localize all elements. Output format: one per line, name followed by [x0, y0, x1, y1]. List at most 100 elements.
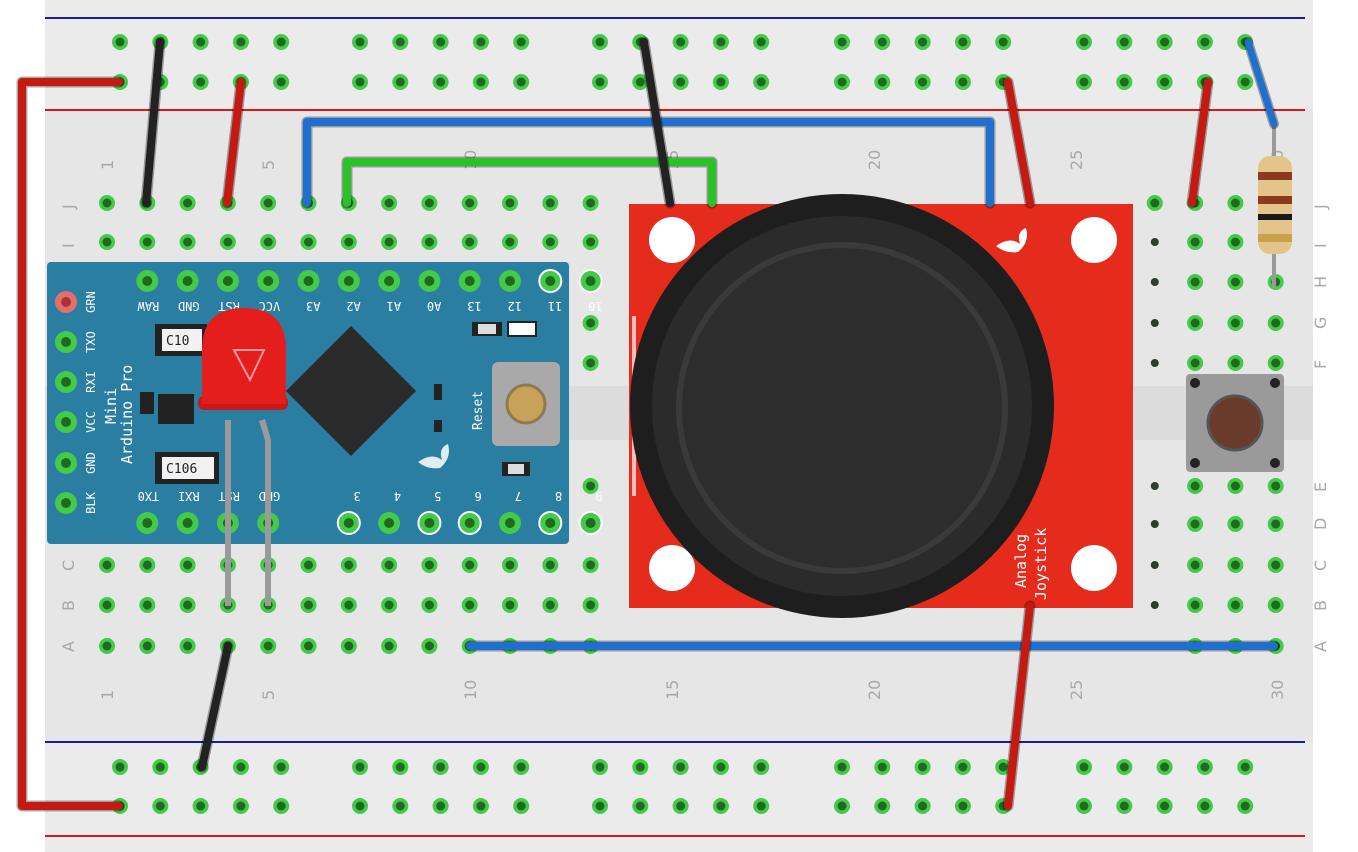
rail-hole — [395, 762, 405, 772]
rail-hole — [516, 37, 526, 47]
hole — [1190, 481, 1200, 491]
rail-hole — [395, 37, 405, 47]
hole — [1150, 482, 1159, 490]
arduino-bottom-pin-hole — [505, 518, 515, 528]
hole — [586, 560, 596, 570]
rail-hole — [1240, 77, 1250, 87]
hole — [424, 198, 434, 208]
rail-hole — [716, 37, 726, 47]
rail-hole — [236, 37, 246, 47]
rail-hole — [595, 77, 605, 87]
rail-hole — [716, 762, 726, 772]
rail-hole — [236, 762, 246, 772]
hole — [183, 560, 193, 570]
hole — [505, 237, 515, 247]
rail-hole — [756, 37, 766, 47]
arduino-top-pin-hole — [343, 276, 354, 286]
arduino-bottom-pin-label: 4 — [394, 489, 401, 503]
arduino-side-pin-hole — [61, 377, 71, 387]
rail-hole — [837, 762, 847, 772]
arduino-bottom-pin-hole — [545, 518, 556, 528]
hole — [344, 560, 354, 570]
hole — [424, 560, 434, 570]
row-letter-right: B — [1311, 600, 1330, 611]
rail-hole — [1200, 37, 1210, 47]
hole — [344, 237, 354, 247]
arduino-side-pin-hole — [61, 297, 71, 307]
red-vcc-wire-2 — [1004, 78, 1034, 207]
regulator — [158, 394, 194, 424]
rail-hole — [837, 77, 847, 87]
hole — [263, 237, 273, 247]
hole — [183, 641, 193, 651]
arduino-bottom-pin-hole — [424, 518, 435, 528]
arduino-bottom-pin-label: TX0 — [138, 489, 160, 503]
hole — [1190, 600, 1200, 610]
rail-hole — [276, 77, 286, 87]
arduino-bottom-pin-hole — [343, 518, 354, 528]
rail-hole — [756, 762, 766, 772]
resistor-band-3 — [1258, 214, 1292, 220]
arduino-side-pin-label: GRN — [84, 291, 98, 313]
black-gnd-wire-1 — [142, 38, 164, 207]
hole — [102, 641, 112, 651]
hole — [102, 237, 112, 247]
push-button-cap[interactable] — [1206, 394, 1264, 452]
rail-hole — [236, 801, 246, 811]
arduino-side-pin-hole — [61, 337, 71, 347]
analog-joystick-module[interactable]: Analog Joystick — [629, 194, 1133, 618]
hole — [1230, 560, 1240, 570]
smd-led — [507, 321, 537, 337]
rail-hole — [595, 37, 605, 47]
red-vcc-wire-3 — [1188, 78, 1212, 207]
rail-hole — [115, 762, 125, 772]
resistor-band-4 — [1258, 234, 1292, 242]
rail-hole — [756, 801, 766, 811]
column-number-bottom: 1 — [98, 690, 117, 700]
arduino-name-line2: Mini — [102, 388, 120, 424]
column-number-top: 1 — [98, 160, 117, 170]
rail-hole — [958, 77, 968, 87]
hole — [424, 600, 434, 610]
reset-button[interactable] — [505, 383, 547, 425]
hole — [1271, 600, 1281, 610]
rail-hole — [1200, 801, 1210, 811]
rail-hole — [276, 801, 286, 811]
blue-resistor-wire — [1244, 38, 1278, 128]
led-lead-2 — [259, 419, 271, 606]
arduino-top-pin-hole — [545, 276, 556, 286]
hole — [1150, 278, 1159, 286]
blue-signal-wire — [303, 118, 994, 207]
arduino-top-pin-hole — [222, 276, 233, 286]
column-number-bottom: 10 — [461, 680, 480, 700]
rail-hole — [918, 762, 928, 772]
resistor-body — [1258, 156, 1292, 254]
row-letter-right: J — [1311, 204, 1330, 210]
hole — [586, 481, 596, 491]
hole — [1190, 519, 1200, 529]
arduino-side-pin-hole — [61, 417, 71, 427]
rail-hole — [155, 762, 165, 772]
joystick-thumb-cap[interactable] — [682, 248, 1002, 568]
black-gnd-wire-2 — [640, 38, 674, 207]
arduino-bottom-pin-label: 8 — [555, 489, 562, 503]
arduino-side-pin-label: VCC — [84, 411, 98, 433]
hole — [183, 198, 193, 208]
tactile-push-button[interactable] — [1186, 374, 1284, 472]
push-button-screw-3 — [1190, 458, 1200, 468]
hole — [1150, 198, 1160, 208]
sparkfun-logo-joystick-icon — [996, 228, 1027, 253]
rail-hole — [476, 762, 486, 772]
red-joystick-wire — [1004, 602, 1034, 810]
rail-hole — [595, 801, 605, 811]
resistor-band-1 — [1258, 172, 1292, 180]
hole — [142, 641, 152, 651]
arduino-top-pin-label: A3 — [306, 299, 320, 313]
arduino-side-pin-label: GND — [84, 452, 98, 474]
capacitor-1-label: C10 — [166, 334, 189, 349]
hole — [1271, 481, 1281, 491]
rail-hole — [837, 801, 847, 811]
hole — [505, 600, 515, 610]
